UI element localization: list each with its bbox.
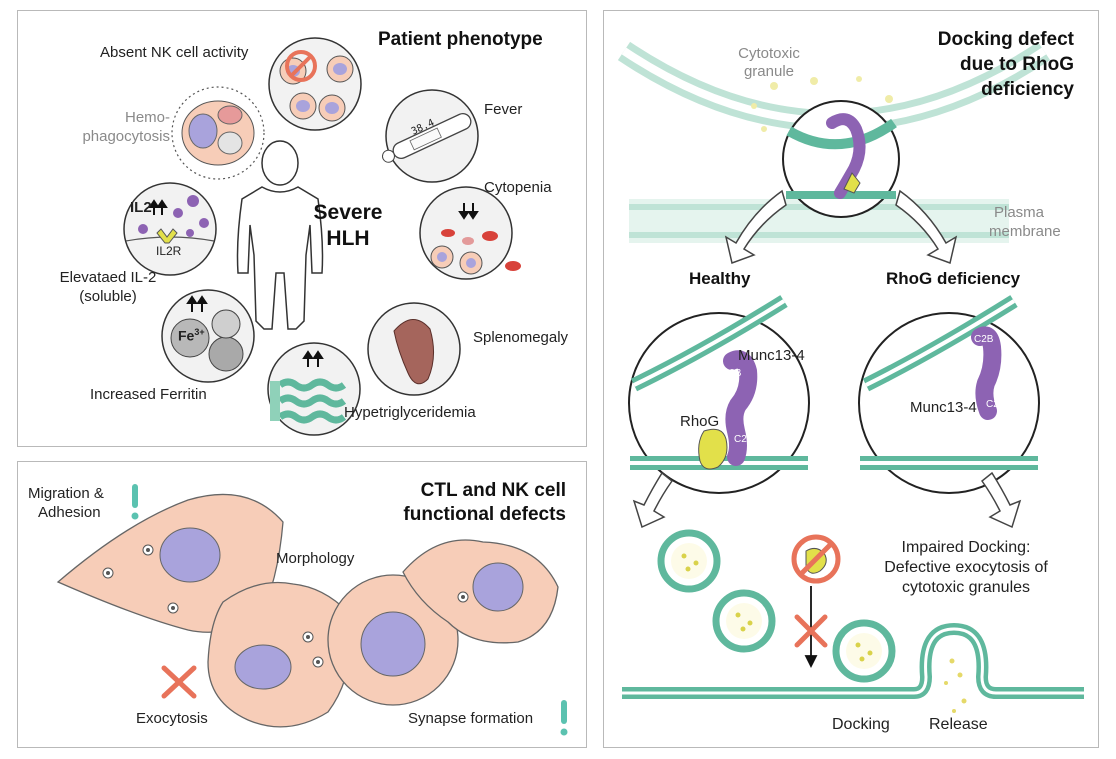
exclamation-icon (560, 700, 568, 736)
deficiency-inset (858, 295, 1040, 494)
fe-symbol: Fe (178, 327, 195, 344)
arrow-icon (148, 199, 479, 367)
synapse-cell (402, 539, 559, 644)
arrow-icon (724, 189, 958, 264)
nk-cell-inset (268, 37, 362, 131)
c2c-deficient-label: C2C (986, 399, 1007, 410)
released-contents (944, 658, 967, 713)
c2c-healthy-label: C2C (734, 434, 755, 445)
docking-title-line2: due to RhoG (960, 54, 1074, 75)
fe-inset-label: Fe3+ (178, 327, 205, 344)
ferritin-label: Increased Ferritin (90, 386, 207, 403)
docking-title-line3: deficiency (981, 79, 1074, 100)
splenomegaly-inset (367, 302, 461, 396)
cytopenia-label: Cytopenia (484, 179, 552, 196)
il2-label-line2: (soluble) (79, 288, 137, 305)
il2-label-line1: Elevataed IL-2 (59, 269, 157, 286)
ctl-illustration (56, 484, 568, 736)
plasma-membrane-bottom (622, 622, 1084, 699)
magnifier-center (782, 100, 900, 218)
impaired-label-line3: cytotoxic granules (901, 579, 1031, 596)
migration-label-line2: Adhesion (38, 504, 101, 521)
exocytosis-label: Exocytosis (136, 710, 208, 727)
rhog-label: RhoG (680, 413, 720, 430)
healthy-inset (628, 295, 810, 494)
hypertriglyceridemia-inset (267, 342, 361, 436)
docking-label: Docking (832, 716, 890, 733)
docking-defect-panel: Docking defect due to RhoG deficiency Cy… (603, 10, 1099, 748)
ctl-nk-panel: CTL and NK cell functional defects Migra… (17, 461, 587, 748)
hlh-label: HLH (326, 227, 370, 250)
vesicle (712, 589, 776, 653)
docking-title-line1: Docking defect (937, 29, 1074, 50)
child-silhouette-icon (236, 140, 324, 330)
membrane-label-line1: Plasma (994, 204, 1045, 221)
severe-label: Severe (313, 201, 383, 224)
splenomegaly-label: Splenomegaly (473, 329, 569, 346)
impaired-label-line1: Impaired Docking: (901, 539, 1031, 556)
fever-label: Fever (484, 101, 523, 118)
impaired-label-line2: Defective exocytosis of (884, 559, 1048, 576)
hemophagocytosis-label-line1: Hemo- (124, 109, 170, 126)
arrow-icon (804, 586, 818, 669)
release-label: Release (929, 716, 988, 733)
migrating-cell (56, 493, 284, 633)
il2r-inset-label: IL2R (156, 244, 182, 258)
vesicle (657, 529, 721, 593)
il2-inset-label: IL2 (130, 199, 152, 216)
no-entry-icon (285, 50, 317, 82)
migration-label-line1: Migration & (28, 485, 104, 502)
c2b-deficient-label: C2B (974, 334, 994, 345)
granule-contents (751, 76, 893, 132)
round-cell (327, 574, 459, 706)
exocytosis-cell (207, 581, 352, 728)
c2b-healthy-label: C2B (722, 368, 742, 379)
ctl-title-line1: CTL and NK cell (420, 480, 566, 501)
phenotype-illustration (123, 37, 521, 436)
no-entry-icon (791, 534, 841, 584)
hemophagocytosis-label-line2: phagocytosis (82, 128, 170, 145)
granule-label-line2: granule (743, 63, 795, 80)
healthy-label: Healthy (689, 269, 751, 288)
hypertriglyceridemia-label: Hypetriglyceridemia (344, 404, 476, 421)
phenotype-title: Patient phenotype (378, 29, 543, 50)
membrane-label-line2: membrane (989, 223, 1061, 240)
granule-label-line1: Cytotoxic (738, 45, 800, 62)
ferritin-inset (161, 289, 255, 383)
patient-phenotype-panel: Patient phenotype Absent NK cell activit… (17, 10, 587, 447)
munc-healthy-label: Munc13-4 (738, 347, 805, 364)
arrow-icon (632, 471, 1022, 529)
il2-inset (123, 182, 217, 276)
exclamation-icon (131, 484, 139, 520)
thermometer-icon (381, 112, 472, 163)
nk-activity-label: Absent NK cell activity (100, 44, 249, 61)
cross-icon (161, 665, 197, 699)
rhog-deficiency-label: RhoG deficiency (886, 269, 1021, 288)
cross-icon (794, 614, 828, 648)
synapse-label: Synapse formation (408, 710, 534, 727)
ctl-title-line2: functional defects (403, 504, 566, 525)
fever-inset (381, 89, 479, 183)
hemophagocytosis-inset (171, 86, 265, 180)
morphology-label: Morphology (276, 550, 355, 567)
docking-illustration (617, 41, 1084, 713)
vesicle (832, 619, 896, 683)
munc-deficient-label: Munc13-4 (910, 399, 977, 416)
cytopenia-inset (419, 186, 521, 280)
fe-charge: 3+ (194, 327, 205, 337)
